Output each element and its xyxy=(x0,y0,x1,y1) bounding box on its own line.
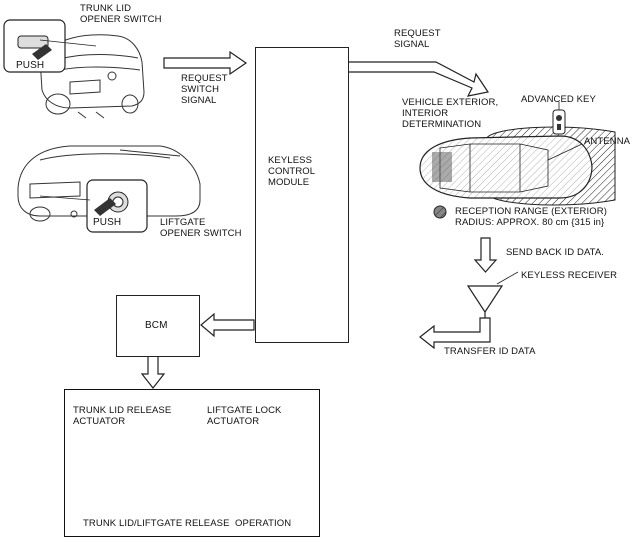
trunk-switch-inset xyxy=(3,19,97,73)
advanced-key-label: ADVANCED KEY xyxy=(521,94,596,105)
push-hand-icon xyxy=(94,198,116,216)
request-signal-label: REQUEST SIGNAL xyxy=(394,28,441,50)
transfer-id-arrow xyxy=(419,317,491,350)
antenna-label: ANTENNA xyxy=(584,136,631,147)
request-switch-arrow xyxy=(163,50,248,76)
bcm-box xyxy=(116,295,200,357)
top-view-car-illustration xyxy=(419,126,616,206)
transfer-id-data-label: TRANSFER ID DATA xyxy=(444,346,536,357)
push-hand-icon xyxy=(32,44,52,60)
vehicle-determination-label: VEHICLE EXTERIOR, INTERIOR DETERMINATION xyxy=(402,97,499,130)
liftgate-opener-switch-label: LIFTGATE OPENER SWITCH xyxy=(160,217,242,239)
advanced-key-icon xyxy=(552,102,566,135)
liftgate-switch-inset xyxy=(39,179,148,233)
request-signal-arrow xyxy=(347,61,489,97)
keyless-receiver-icon xyxy=(466,271,519,320)
trunk-lid-release-actuator-label: TRUNK LID RELEASE ACTUATOR xyxy=(73,405,172,427)
keyless-receiver-label: KEYLESS RECEIVER xyxy=(521,270,618,281)
release-operation-label: TRUNK LID/LIFTGATE RELEASE OPERATION xyxy=(83,518,292,529)
keyless-control-module-label: KEYLESS CONTROL MODULE xyxy=(268,155,316,188)
module-to-bcm-arrow xyxy=(200,312,255,338)
push-label-liftgate: PUSH xyxy=(93,217,122,228)
bcm-label: BCM xyxy=(145,320,168,331)
liftgate-lock-actuator-label: LIFTGATE LOCK ACTUATOR xyxy=(207,405,282,427)
request-switch-signal-label: REQUEST SWITCH SIGNAL xyxy=(181,73,228,106)
reception-range-label: RECEPTION RANGE (EXTERIOR) RADIUS: APPRO… xyxy=(455,206,607,228)
bcm-down-arrow xyxy=(140,355,166,389)
trunk-lid-opener-switch-label: TRUNK LID OPENER SWITCH xyxy=(80,3,162,25)
send-back-arrow xyxy=(473,237,498,273)
send-back-id-label: SEND BACK ID DATA. xyxy=(506,247,605,258)
keyless-control-module-box xyxy=(255,47,349,343)
hatchback-rear-illustration xyxy=(17,145,201,222)
push-label-trunk: PUSH xyxy=(16,60,45,71)
release-operation-box xyxy=(64,389,320,537)
